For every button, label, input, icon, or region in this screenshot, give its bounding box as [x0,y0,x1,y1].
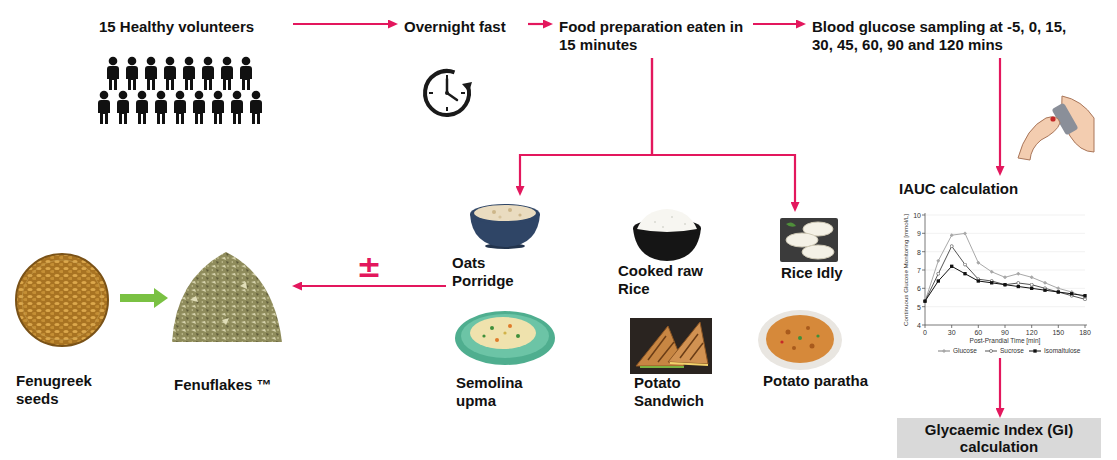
legend-entry: Glucose [953,348,977,355]
step-label: Blood glucose sampling at -5, 0, 15, 30,… [806,14,1094,58]
node-text: 15 Healthy volunteers [99,18,287,36]
ingredient-item: Fenugreek seeds [10,250,120,412]
label-text: 6 [917,285,921,292]
finger-prick-icon [1018,96,1094,160]
label-text: 10 [913,212,921,219]
tick-label: 6 [917,285,921,292]
legend-text: Glucose [953,347,977,354]
clock-icon [425,71,472,115]
label-text: Continuous Glucose Monitoring [mmol/L] [902,214,909,326]
tick-label: 60 [974,329,982,336]
label-text: 90 [1001,329,1009,336]
node-text: Blood glucose sampling at -5, 0, 15, 30,… [812,18,1088,54]
step-label: 15 Healthy volunteers [93,14,293,40]
label-text: 8 [917,248,921,255]
flow-arrow [999,358,1001,408]
sandwich-photo [630,318,712,374]
food-item: Semolina upma [450,304,560,414]
tick-label: 0 [923,329,927,336]
node-text: Glycaemic Index (GI) calculation [901,421,1097,455]
node-text: Semolina upma [456,374,554,410]
legend-entry: Sucrose [1000,348,1024,355]
label-text: 60 [974,329,982,336]
node-text: Oats Porridge [452,254,544,290]
glucose-chart [922,213,1087,351]
node-text: Cooked raw Rice [618,262,724,298]
label-text: 180 [1079,329,1091,336]
legend-text: Sucrose [1000,347,1024,354]
node-text: Food preparation eaten in 15 minutes [559,18,747,54]
upma-plate [455,311,555,365]
tick-label: 4 [917,322,921,329]
label-text: 150 [1052,329,1064,336]
process-arrow [120,294,154,302]
label-text: 30 [948,329,956,336]
rice-bowl [633,209,701,261]
label-text: 9 [917,230,921,237]
step-label: Food preparation eaten in 15 minutes [553,14,753,58]
food-item: Rice Idly [775,212,870,286]
flow-arrow [753,23,796,25]
oats-bowl [470,204,540,249]
food-item: Cooked raw Rice [612,208,730,302]
tick-label: 10 [913,212,921,219]
flow-arrow [999,58,1001,166]
edge-label: ± [356,252,381,282]
people-icon [98,57,262,124]
fenugreek-seeds-image [16,254,108,346]
node-text: Rice Idly [781,264,864,282]
node-text: Fenuflakes ™ [174,376,286,394]
food-item: Oats Porridge [446,196,550,294]
food-item: Potato Sandwich [628,312,728,414]
idly-plate [780,218,838,262]
fenuflakes-image [172,252,282,342]
legend-text: Isomaltulose [1044,347,1081,354]
flow-arrow [528,23,543,25]
label-text: 4 [917,322,921,329]
legend-entry: Isomaltulose [1044,348,1081,355]
node-text: Potato Sandwich [634,374,722,410]
tick-label: 7 [917,267,921,274]
tick-label: 5 [917,303,921,310]
flow-arrow [293,23,388,25]
label-text: 120 [1026,329,1038,336]
flow-arrow [652,58,795,202]
tick-label: 8 [917,248,921,255]
step-label: Overnight fast [398,14,528,40]
tick-label: 30 [948,329,956,336]
tick-label: 120 [1026,329,1038,336]
axis-title: Continuous Glucose Monitoring [mmol/L] [903,214,909,326]
tick-label: 90 [1001,329,1009,336]
label-text: 0 [923,329,927,336]
result-box: Glycaemic Index (GI) calculation [897,418,1101,458]
paratha-plate [758,310,842,370]
tick-label: 9 [917,230,921,237]
ingredient-item: Fenuflakes ™ [168,244,292,398]
node-text: Fenugreek seeds [16,372,114,408]
label-text: Post-Prandial Time [min] [970,337,1041,344]
food-item: Potato paratha [757,306,897,394]
axis-title: Post-Prandial Time [min] [970,338,1041,345]
node-text: Overnight fast [404,18,522,36]
label-text: 5 [917,303,921,310]
flow-arrow [302,285,446,287]
label-text: 7 [917,267,921,274]
tick-label: 180 [1079,329,1091,336]
flow-arrow [520,58,652,186]
node-text: Potato paratha [763,372,891,390]
node-text: IAUC calculation [899,180,1047,198]
tick-label: 150 [1052,329,1064,336]
